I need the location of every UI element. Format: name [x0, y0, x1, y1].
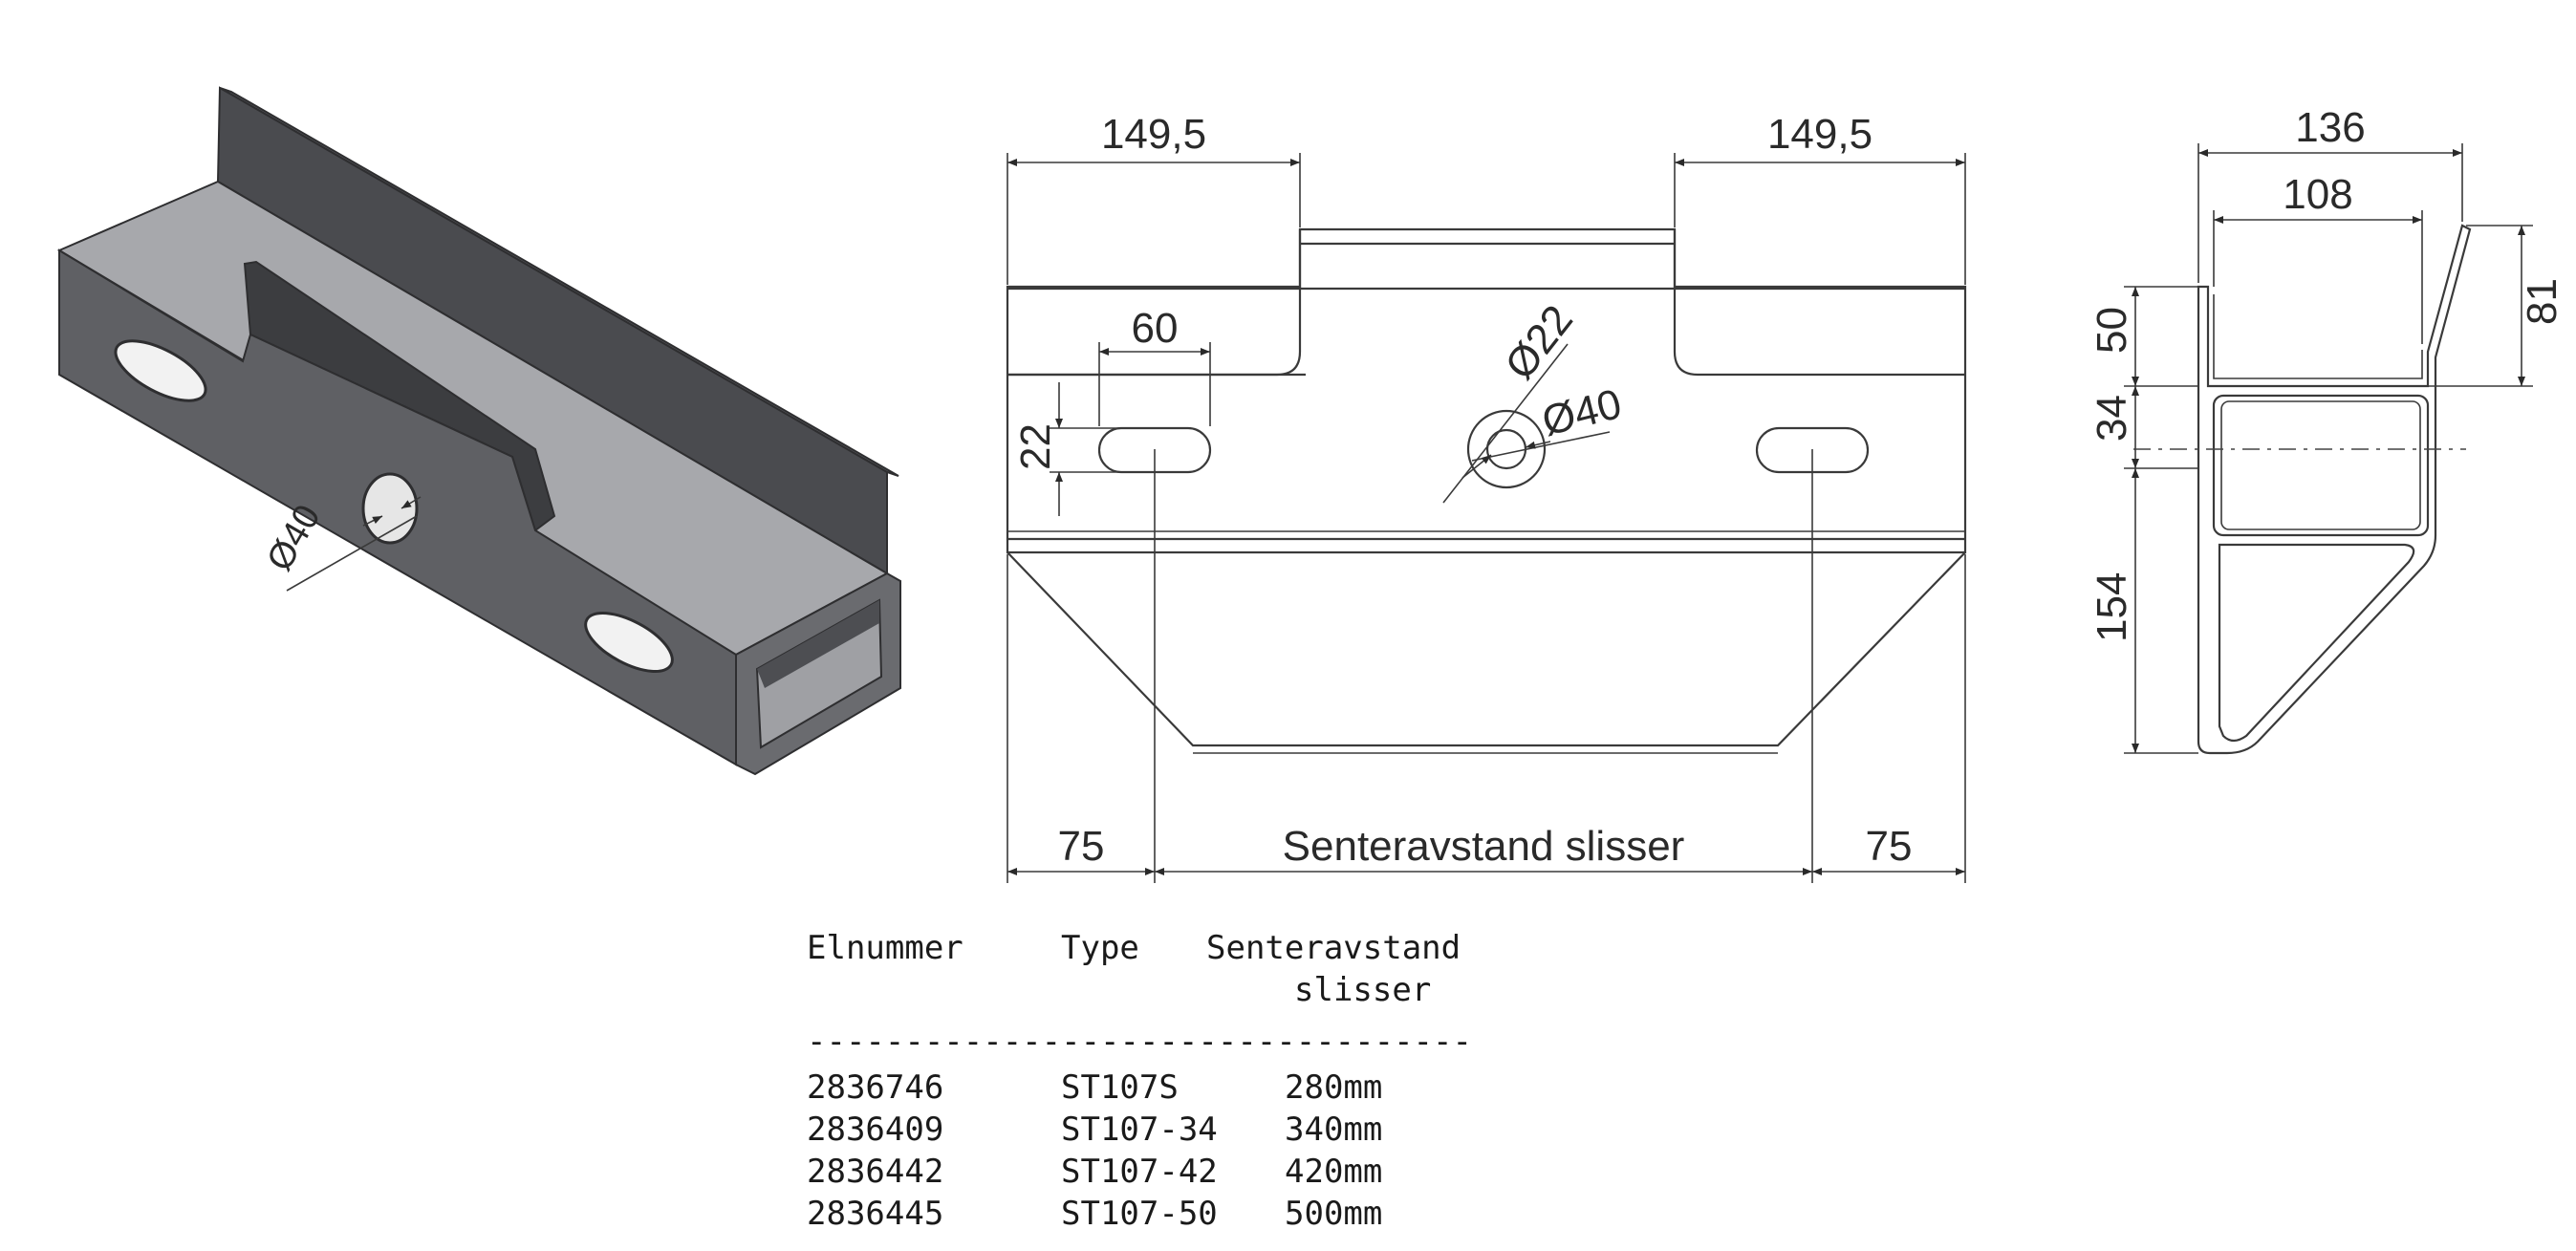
- isometric-view: Ø40: [56, 86, 901, 776]
- cell-senteravstand: 340mm: [1285, 1111, 1383, 1149]
- front-left-notch: [1007, 229, 1302, 377]
- iso-slot-left: [114, 339, 207, 402]
- front-bottom-right-label: 75: [1866, 823, 1913, 870]
- cell-elnummer: 2836442: [807, 1153, 944, 1191]
- front-hole-inner-label: Ø22: [1496, 296, 1582, 388]
- header-elnummer: Elnummer: [807, 929, 963, 967]
- side-height-34-label: 34: [2089, 395, 2135, 442]
- side-height-50-label: 50: [2089, 307, 2135, 354]
- iso-slot-right: [584, 612, 674, 673]
- cell-senteravstand: 280mm: [1285, 1068, 1383, 1107]
- header-senteravstand-line1: Senteravstand: [1206, 929, 1461, 967]
- cell-senteravstand: 500mm: [1285, 1195, 1383, 1233]
- side-lower-triangle: [2218, 543, 2415, 743]
- front-lower-trapezoid: [1007, 551, 1966, 747]
- cell-type: ST107-50: [1061, 1195, 1218, 1233]
- table-separator: ----------------------------------: [807, 1023, 1472, 1061]
- cell-type: ST107-34: [1061, 1111, 1218, 1149]
- table-row: 2836409 ST107-34 340mm: [807, 1109, 1493, 1151]
- parts-table: Elnummer Type Senteravstand slisser ----…: [807, 927, 1493, 1235]
- front-outline: [1006, 227, 1967, 554]
- cell-type: ST107S: [1061, 1068, 1179, 1107]
- front-view: 149,5 149,5 60 22 Ø22 Ø40 75 Senteravsta…: [1006, 111, 1967, 883]
- side-height-154-label: 154: [2089, 572, 2135, 642]
- front-hole-outer: [1466, 409, 1547, 489]
- front-hole-leader-outer: [1471, 431, 1611, 462]
- iso-dim-arrow-a: [362, 515, 383, 527]
- cell-elnummer: 2836746: [807, 1068, 944, 1107]
- side-inner-width-label: 108: [2283, 171, 2352, 218]
- front-left-width-label: 149,5: [1101, 111, 1206, 158]
- header-type: Type: [1061, 929, 1139, 967]
- cell-type: ST107-42: [1061, 1153, 1218, 1191]
- cell-senteravstand: 420mm: [1285, 1153, 1383, 1191]
- iso-dim-arrow-b: [400, 496, 422, 509]
- table-row: 2836445 ST107-50 500mm: [807, 1193, 1493, 1235]
- table-row: 2836746 ST107S 280mm: [807, 1067, 1493, 1109]
- header-senteravstand-line2: slisser: [1294, 971, 1432, 1009]
- front-bottom-left-label: 75: [1058, 823, 1105, 870]
- front-slot-height-label: 22: [1012, 423, 1059, 470]
- front-hole-outer-label: Ø40: [1538, 380, 1627, 445]
- side-middle-box-inner: [2220, 400, 2421, 530]
- cell-elnummer: 2836445: [807, 1195, 944, 1233]
- side-view: 136 108 50 34 154 81: [2089, 104, 2565, 755]
- header-senteravstand: Senteravstand slisser: [1206, 927, 1493, 1011]
- front-right-notch: [1673, 229, 1965, 377]
- side-total-width-label: 136: [2295, 104, 2365, 151]
- cell-elnummer: 2836409: [807, 1111, 944, 1149]
- table-row: 2836442 ST107-42 420mm: [807, 1151, 1493, 1193]
- front-right-width-label: 149,5: [1767, 111, 1872, 158]
- table-header-row: Elnummer Type Senteravstand slisser: [807, 927, 1493, 1011]
- side-height-81-label: 81: [2519, 278, 2565, 325]
- front-hole-inner: [1485, 428, 1527, 470]
- iso-end-inner-shadow: [757, 600, 879, 688]
- front-bottom-center-label: Senteravstand slisser: [1283, 823, 1685, 870]
- iso-hole: [361, 472, 419, 545]
- front-slot-length-label: 60: [1132, 305, 1179, 352]
- side-middle-box: [2212, 394, 2430, 537]
- iso-dim-line: [286, 515, 418, 592]
- side-outer-profile: [2197, 224, 2472, 755]
- side-upper-channel: [2213, 294, 2423, 379]
